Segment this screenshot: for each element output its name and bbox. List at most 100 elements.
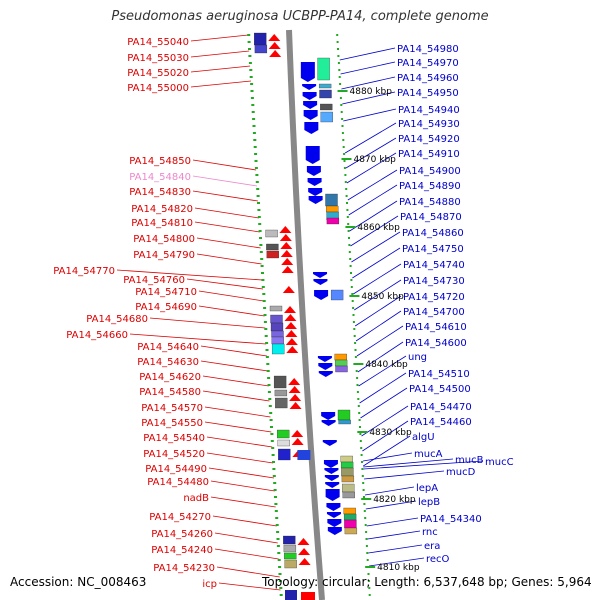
gene-block-left [278, 448, 291, 461]
leader-line-left [116, 269, 263, 281]
leader-line-right [362, 452, 413, 462]
leader-line-left [202, 375, 269, 387]
leader-line-right [352, 247, 401, 279]
gene-label-right: PA14_54910 [398, 149, 460, 160]
gene-arrow-right [324, 468, 339, 474]
rail-dot-left [267, 384, 271, 386]
gene-label-right: algU [412, 432, 435, 443]
rail-dot-left [266, 363, 270, 365]
leader-line-left [190, 50, 250, 58]
gene-block-right [335, 365, 348, 373]
rail-dot-left [269, 412, 273, 414]
gene-block-left [271, 336, 284, 345]
rail-dot-right [365, 538, 368, 540]
gene-label-left: PA14_54760 [123, 275, 185, 286]
rail-dot-right [341, 125, 344, 127]
gene-arrow-right [327, 519, 342, 527]
rail-dot-right [354, 349, 357, 351]
rail-dot-left [260, 265, 264, 267]
leader-line-left [194, 207, 259, 219]
gene-label-left: PA14_55030 [127, 53, 189, 64]
rail-dot-right [339, 83, 342, 85]
rail-dot-left [268, 398, 272, 400]
gene-label-left: PA14_54640 [137, 342, 199, 353]
gene-block-right [342, 491, 355, 499]
leader-line-left [208, 467, 275, 479]
rail-dot-left [262, 293, 266, 295]
gene-block-right [340, 455, 353, 463]
leader-line-right [347, 169, 398, 201]
gene-label-left: PA14_54480 [147, 477, 209, 488]
rail-dot-left [252, 125, 256, 127]
gene-arrow-right [302, 84, 317, 90]
gene-label-right: PA14_54470 [410, 402, 472, 413]
rail-dot-right [336, 41, 339, 43]
gene-block-right [319, 89, 332, 99]
rail-dot-right [353, 335, 356, 337]
rail-dot-left [250, 83, 254, 85]
rail-dot-left [250, 90, 254, 92]
rail-dot-right [364, 517, 367, 519]
leader-line-right [369, 557, 425, 567]
kbp-label: 4850 kbp [361, 292, 404, 302]
rail-dot-left [263, 321, 267, 323]
rail-dot-left [272, 468, 276, 470]
rail-dot-right [337, 55, 340, 57]
rail-dot-right [348, 251, 351, 253]
rail-dot-left [249, 69, 253, 71]
gene-arrow-left [291, 430, 304, 437]
rail-dot-left [251, 104, 255, 106]
gene-label-left: PA14_54710 [135, 287, 197, 298]
rail-dot-left [251, 111, 255, 113]
rail-dot-right [357, 398, 360, 400]
gene-arrow-left [269, 50, 282, 57]
gene-label-right: PA14_54950 [397, 88, 459, 99]
gene-block-left [269, 305, 283, 312]
rail-dot-left [261, 279, 265, 281]
gene-block-right [338, 419, 351, 425]
rail-dot-left [247, 41, 251, 43]
label-leader-lines [116, 34, 484, 591]
leader-line-left [192, 159, 257, 171]
gene-label-right: era [424, 541, 440, 552]
rail-dot-left [256, 195, 260, 197]
leader-line-right [342, 91, 396, 105]
rail-dot-left [262, 300, 266, 302]
gene-arrow-left [288, 378, 301, 385]
leader-line-left [210, 480, 275, 492]
gene-label-right: PA14_54700 [403, 307, 465, 318]
rail-dot-right [349, 265, 352, 267]
gene-arrow-right [302, 92, 317, 100]
rail-dot-left [252, 118, 256, 120]
gene-arrow-right [313, 272, 328, 278]
rail-dot-right [362, 482, 365, 484]
rail-dot-left [275, 524, 279, 526]
leader-line-left [210, 496, 276, 508]
rail-dot-right [366, 559, 369, 561]
rail-dot-left [249, 76, 253, 78]
gene-arrow-right [326, 512, 341, 518]
rail-dot-right [342, 139, 345, 141]
gene-block-left [271, 330, 284, 338]
gene-arrow-right [321, 420, 336, 426]
rail-dot-right [349, 258, 352, 260]
rail-dot-left [264, 335, 268, 337]
rail-dot-right [359, 433, 362, 435]
rail-dot-right [363, 496, 365, 498]
gene-label-left: PA14_54550 [141, 418, 203, 429]
rail-dot-left [255, 181, 259, 183]
gene-arrow-right [321, 412, 336, 420]
rail-dot-right [348, 244, 351, 246]
leader-line-right [359, 372, 407, 404]
gene-label-right: PA14_54870 [400, 212, 462, 223]
leader-line-left [204, 421, 272, 433]
rail-dot-left [265, 342, 269, 344]
rail-dot-left [247, 34, 251, 36]
leader-line-right [355, 310, 402, 342]
gene-label-right: PA14_54960 [397, 73, 459, 84]
gene-block-right [334, 353, 347, 361]
rail-dot-right [368, 587, 371, 589]
rail-dot-right [367, 573, 370, 575]
gene-block-left [283, 544, 297, 553]
